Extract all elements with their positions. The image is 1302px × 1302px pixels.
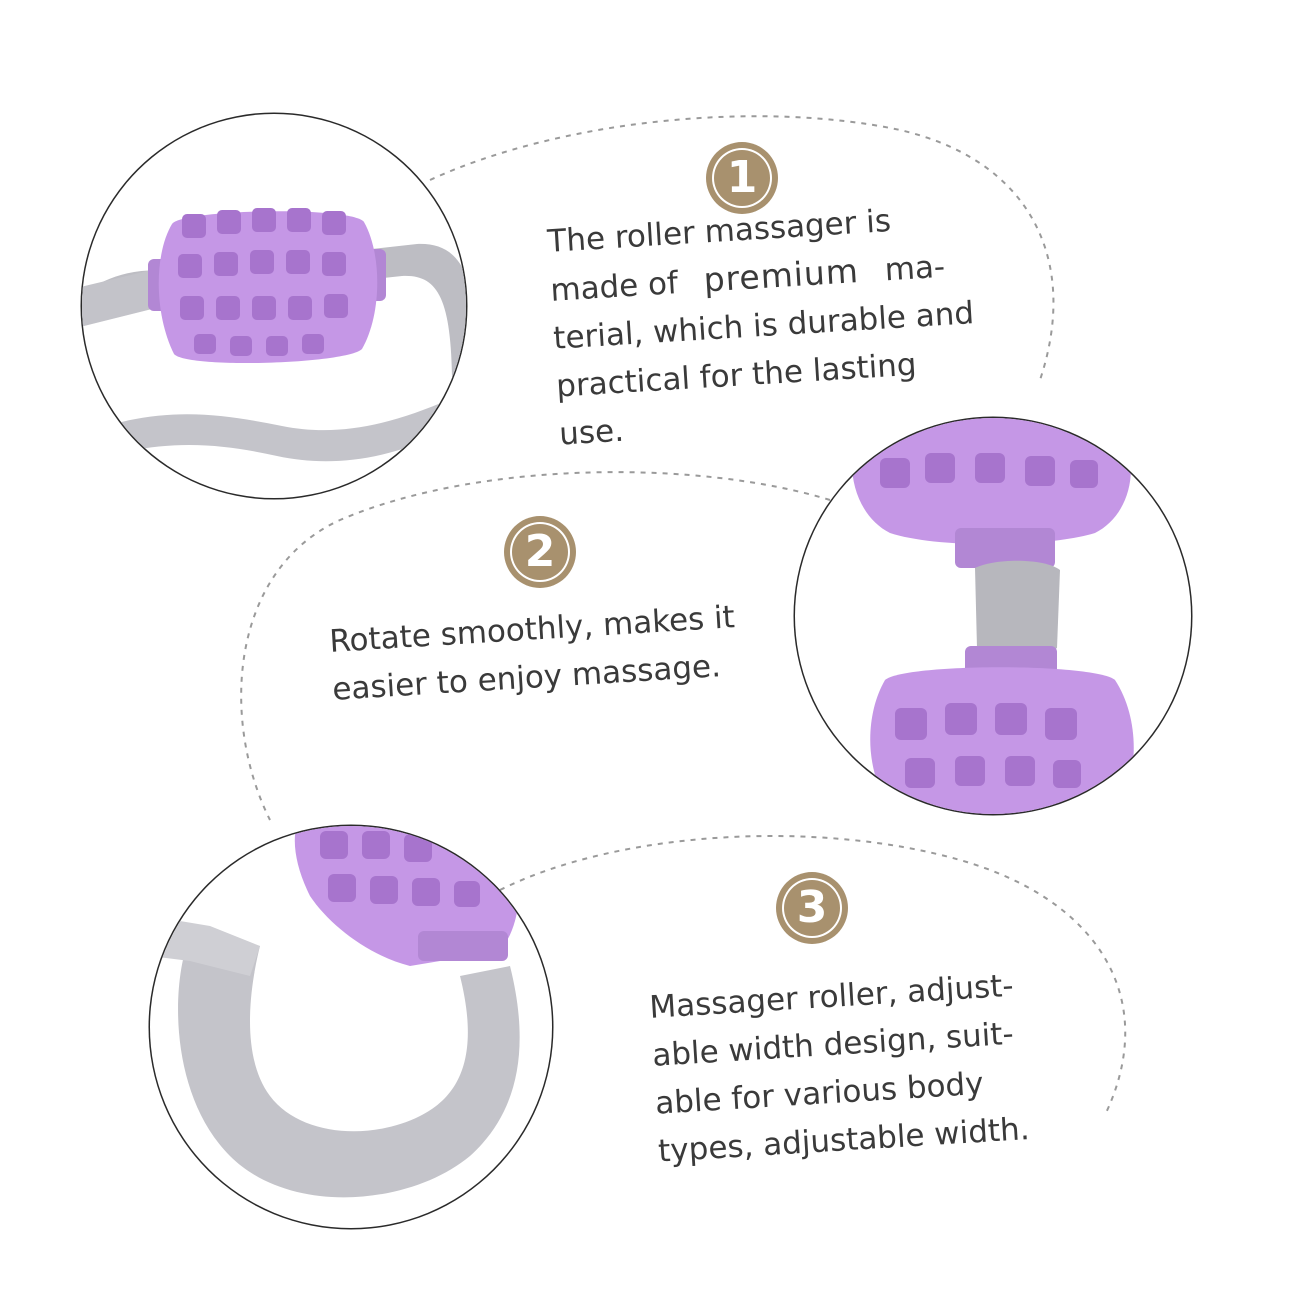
feature-1-text: The roller massager is made of premium m… bbox=[546, 192, 981, 458]
dashed-arc-top bbox=[429, 115, 1055, 381]
feature-2-number-badge: 2 bbox=[504, 516, 576, 588]
feature-2-number: 2 bbox=[510, 522, 570, 582]
dashed-arc-middle bbox=[240, 471, 831, 821]
feature-1-premium-word: premium bbox=[702, 251, 860, 300]
feature-1-line-2a: made of bbox=[549, 265, 680, 309]
roller-photo-1 bbox=[82, 114, 466, 498]
feature-3-number: 3 bbox=[782, 878, 842, 938]
feature-1-number: 1 bbox=[712, 148, 772, 208]
twin-roller-closeup-icon bbox=[851, 418, 1134, 814]
feature-1-line-2c: ma- bbox=[883, 248, 947, 289]
feature-1-number-badge: 1 bbox=[706, 142, 778, 214]
dashed-arc-bottom bbox=[499, 835, 1127, 1116]
curved-handle-closeup-icon bbox=[150, 826, 520, 1198]
roller-with-handle-icon bbox=[82, 208, 466, 464]
roller-photo-3 bbox=[150, 826, 552, 1228]
feature-3-text: Massager roller, adjust- able width desi… bbox=[648, 961, 1031, 1175]
feature-3-number-badge: 3 bbox=[776, 872, 848, 944]
roller-photo-2 bbox=[795, 418, 1191, 814]
